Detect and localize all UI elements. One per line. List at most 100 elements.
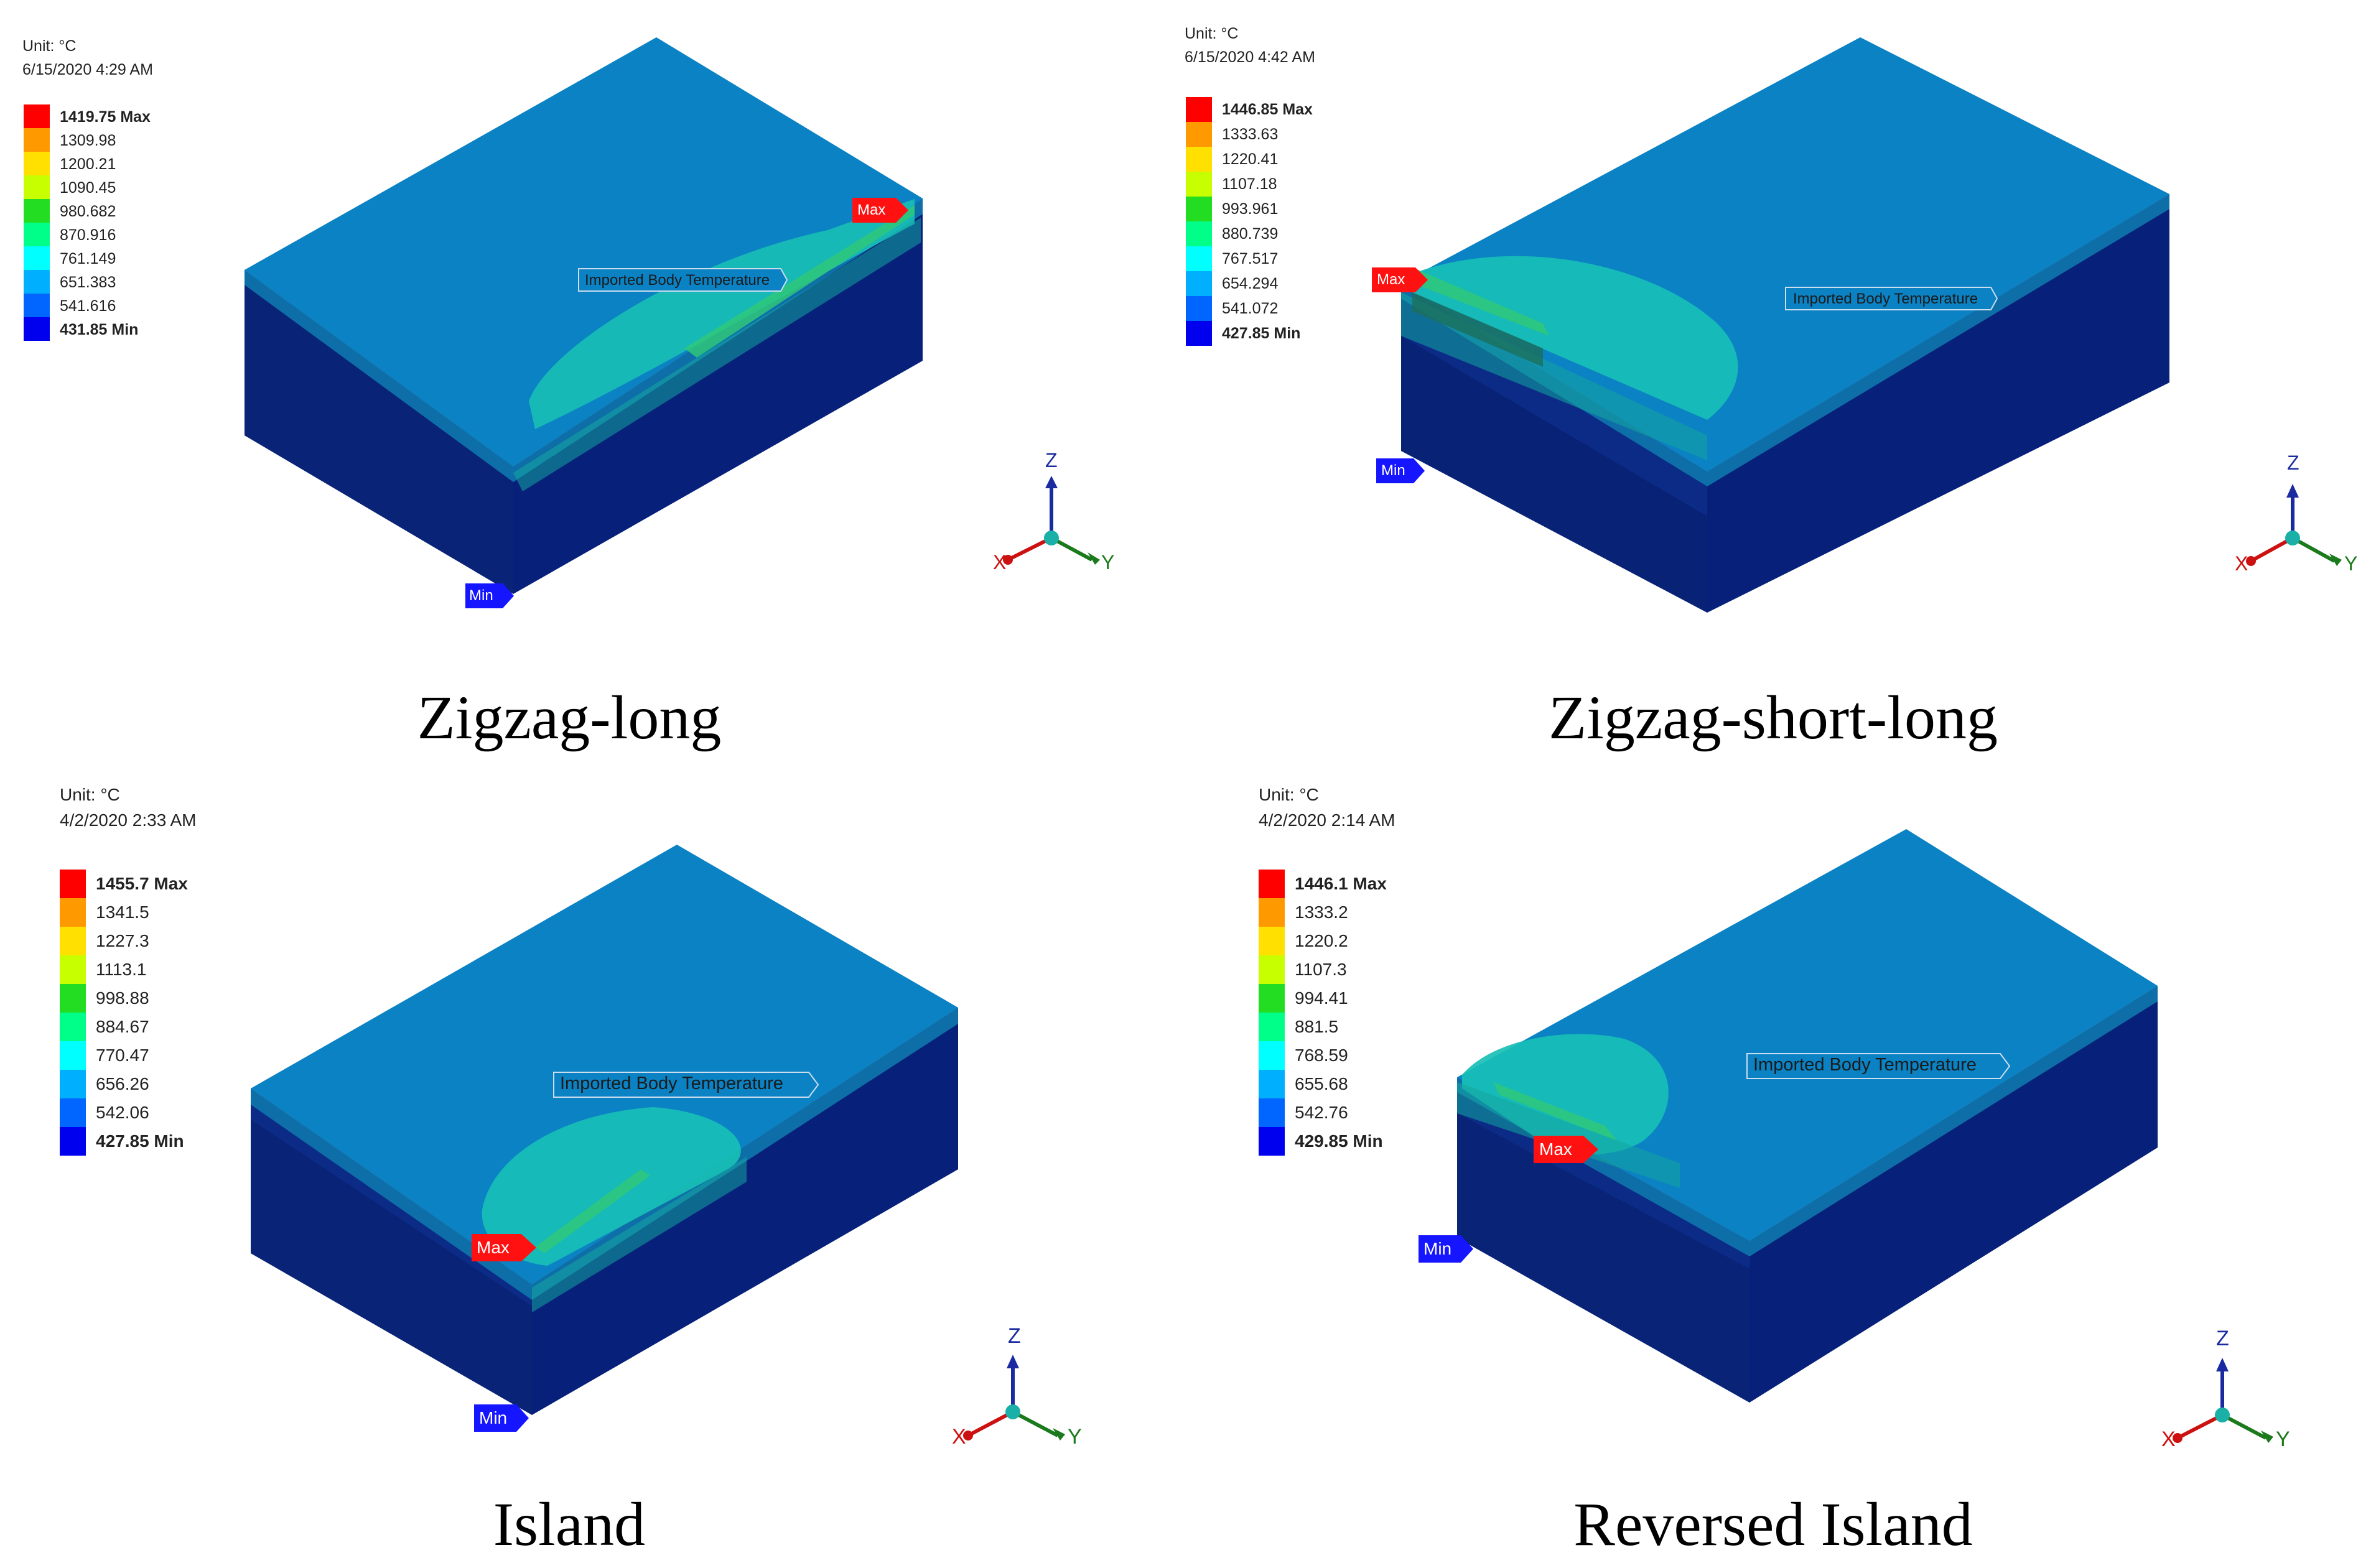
legend-value: 993.961 — [1222, 200, 1279, 218]
result-label-callout — [578, 268, 788, 292]
top-rim — [1707, 194, 2169, 486]
legend-value: 1309.98 — [60, 132, 116, 149]
axis-y-label: Y — [1068, 1425, 1082, 1449]
legend-swatch — [1259, 898, 1285, 927]
legend-swatch — [24, 175, 50, 199]
legend-swatch — [60, 870, 86, 898]
max-tag-label: Max — [1539, 1139, 1572, 1159]
legend-value: 1341.5 — [96, 902, 149, 922]
legend-value: 1220.2 — [1295, 931, 1348, 950]
legend-swatch — [1259, 1070, 1285, 1098]
legend-value: 655.68 — [1295, 1074, 1348, 1093]
legend-swatch — [60, 927, 86, 955]
block-right-face — [532, 1008, 958, 1415]
side-shade — [1401, 336, 1707, 613]
max-tag-label: Max — [1377, 271, 1405, 288]
unit-label: Unit: °C — [60, 785, 120, 804]
result-label: Imported Body Temperature — [560, 1074, 783, 1093]
axis-triad — [1003, 476, 1100, 565]
legend-swatch — [60, 1041, 86, 1070]
timestamp: 6/15/2020 4:42 AM — [1185, 49, 1315, 66]
legend-swatch — [24, 152, 50, 175]
timestamp: 6/15/2020 4:29 AM — [22, 61, 153, 78]
legend-value: 980.682 — [60, 203, 116, 220]
heat-zone — [529, 199, 915, 429]
block-right-face — [1707, 194, 2169, 613]
legend-swatch — [60, 984, 86, 1013]
result-label-callout — [1746, 1053, 2011, 1079]
axis-triad — [963, 1355, 1065, 1440]
legend-swatch — [1186, 221, 1212, 246]
legend-swatch — [60, 955, 86, 984]
legend-swatch — [24, 199, 50, 223]
top-rim — [1749, 986, 2158, 1256]
legend-value: 1113.1 — [96, 960, 147, 979]
timestamp: 4/2/2020 2:14 AM — [1259, 810, 1395, 830]
legend-value: 1107.3 — [1295, 960, 1347, 979]
legend-swatch — [1186, 172, 1212, 197]
min-tag — [1419, 1235, 1473, 1263]
panel-caption: Reversed Island — [1573, 1490, 1973, 1559]
result-label-callout — [1785, 287, 1998, 310]
min-tag — [465, 583, 514, 608]
result-label-callout — [553, 1072, 819, 1098]
legend-swatch — [60, 898, 86, 927]
block-right-face — [1749, 986, 2158, 1403]
legend-value: 1200.21 — [60, 155, 116, 173]
block-left-face — [251, 1088, 532, 1415]
legend-value: 1227.3 — [96, 931, 149, 950]
side-shade — [245, 280, 513, 594]
min-tag-label: Min — [479, 1408, 508, 1427]
axis-z-label: Z — [2287, 452, 2299, 474]
min-tag-label: Min — [1381, 462, 1405, 479]
unit-label: Unit: °C — [1185, 25, 1239, 42]
legend-swatch — [1259, 1013, 1285, 1041]
legend-value: 998.88 — [96, 988, 149, 1008]
legend-swatch — [1259, 1041, 1285, 1070]
unit-label: Unit: °C — [22, 37, 77, 55]
legend-swatch — [1259, 984, 1285, 1013]
legend-swatch — [1259, 1127, 1285, 1156]
top-rim — [251, 1088, 532, 1300]
legend-swatch — [1186, 147, 1212, 172]
result-label: Imported Body Temperature — [1793, 290, 1978, 307]
max-tag — [472, 1234, 536, 1261]
legend-value-max: 1446.1 Max — [1295, 874, 1387, 893]
min-tag — [1376, 458, 1425, 483]
min-tag-label: Min — [469, 587, 493, 604]
axis-y-label: Y — [2276, 1427, 2290, 1451]
legend-swatch — [60, 1098, 86, 1127]
legend-value: 542.06 — [96, 1103, 149, 1122]
max-tag — [1372, 267, 1428, 292]
legend-swatch — [1259, 870, 1285, 898]
legend-value-min: 427.85 Min — [96, 1131, 184, 1151]
legend-swatch — [1259, 927, 1285, 955]
legend-value: 651.383 — [60, 274, 116, 291]
legend-value: 656.26 — [96, 1074, 149, 1093]
legend-value: 761.149 — [60, 250, 116, 267]
block-left-face — [245, 270, 513, 594]
legend-value: 881.5 — [1295, 1017, 1339, 1036]
max-tag — [1534, 1136, 1598, 1163]
legend-swatch — [24, 270, 50, 294]
block-top-face — [245, 37, 923, 466]
side-shade — [251, 1120, 532, 1415]
max-tag — [852, 198, 908, 223]
axis-triad — [2246, 484, 2342, 566]
block-left-face — [1457, 1077, 1749, 1403]
max-tag-label: Max — [477, 1238, 510, 1257]
max-tag-label: Max — [857, 202, 886, 218]
top-rim — [245, 270, 513, 482]
legend-swatch — [24, 128, 50, 152]
heat-zone — [1412, 256, 1738, 420]
heat-core — [535, 1169, 650, 1253]
block-top-face — [251, 845, 958, 1284]
axis-x-label: X — [2235, 552, 2248, 575]
panel-caption: Zigzag-long — [417, 683, 722, 752]
legend-value-min: 431.85 Min — [60, 321, 139, 338]
heat-side — [1457, 1082, 1680, 1188]
